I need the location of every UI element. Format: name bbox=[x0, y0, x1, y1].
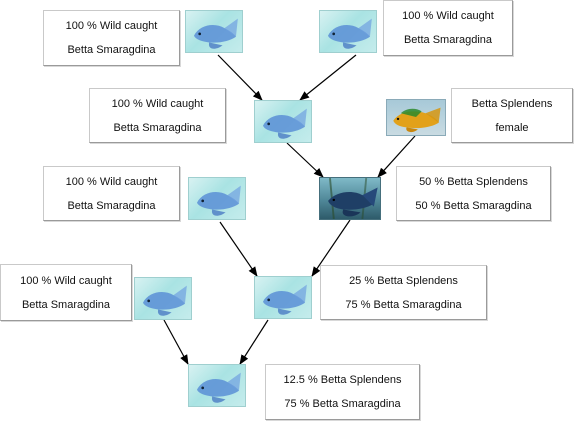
label-box-g2-left: 100 % Wild caught Betta Smaragdina bbox=[89, 88, 226, 143]
betta-smaragdina-fish-icon bbox=[254, 100, 312, 143]
label-line1: Betta Splendens bbox=[471, 97, 553, 110]
label-line2: 75 % Betta Smaragdina bbox=[284, 398, 401, 410]
label-box-g3-hybrid: 50 % Betta Splendens 50 % Betta Smaragdi… bbox=[396, 166, 551, 221]
label-line2: Betta Smaragdina bbox=[21, 298, 111, 311]
label-box-g5-hybrid: 12.5 % Betta Splendens 75 % Betta Smarag… bbox=[265, 364, 420, 420]
betta-smaragdina-fish-icon bbox=[134, 277, 192, 320]
label-line1: 100 % Wild caught bbox=[65, 175, 158, 188]
label-box-g1-right: 100 % Wild caught Betta Smaragdina bbox=[383, 0, 513, 56]
betta-smaragdina-fish-icon bbox=[188, 364, 246, 407]
arrow-g4left-to-g5 bbox=[163, 319, 189, 365]
label-line2: Betta Smaragdina bbox=[67, 199, 156, 212]
label-box-g3-left: 100 % Wild caught Betta Smaragdina bbox=[43, 166, 180, 221]
label-box-g4-left: 100 % Wild caught Betta Smaragdina bbox=[0, 264, 132, 321]
label-line1: 100 % Wild caught bbox=[20, 274, 112, 287]
arrow-g4hybrid-to-g5 bbox=[239, 319, 269, 365]
label-box-g4-hybrid: 25 % Betta Splendens 75 % Betta Smaragdi… bbox=[320, 265, 487, 320]
betta-smaragdina-fish-icon bbox=[188, 177, 246, 220]
arrow-g2-to-g3hybrid bbox=[286, 142, 324, 178]
label-line2: 50 % Betta Smaragdina bbox=[415, 199, 532, 212]
label-box-g2-female: Betta Splendens female bbox=[451, 88, 573, 143]
label-line1: 25 % Betta Splendens bbox=[349, 274, 458, 287]
label-line1: 100 % Wild caught bbox=[65, 20, 158, 32]
label-line1: 12.5 % Betta Splendens bbox=[283, 374, 402, 386]
label-line2: Betta Smaragdina bbox=[67, 44, 156, 56]
label-line2: Betta Smaragdina bbox=[113, 121, 202, 134]
betta-smaragdina-fish-icon bbox=[254, 276, 312, 319]
label-line1: 50 % Betta Splendens bbox=[419, 175, 528, 188]
label-line2: female bbox=[495, 121, 529, 134]
arrow-g1right-to-g2 bbox=[299, 54, 357, 101]
label-line2: 75 % Betta Smaragdina bbox=[345, 298, 462, 311]
label-line1: 100 % Wild caught bbox=[402, 10, 494, 22]
label-box-g1-left: 100 % Wild caught Betta Smaragdina bbox=[43, 10, 180, 66]
label-line1: 100 % Wild caught bbox=[111, 97, 204, 110]
betta-splendens-female-fish-icon bbox=[386, 99, 446, 136]
label-line2: Betta Smaragdina bbox=[403, 34, 493, 46]
betta-smaragdina-fish-icon bbox=[185, 10, 243, 53]
arrow-g3left-to-g4 bbox=[219, 221, 258, 277]
hybrid-betta-fish-icon bbox=[319, 177, 381, 220]
betta-smaragdina-fish-icon bbox=[319, 10, 377, 53]
